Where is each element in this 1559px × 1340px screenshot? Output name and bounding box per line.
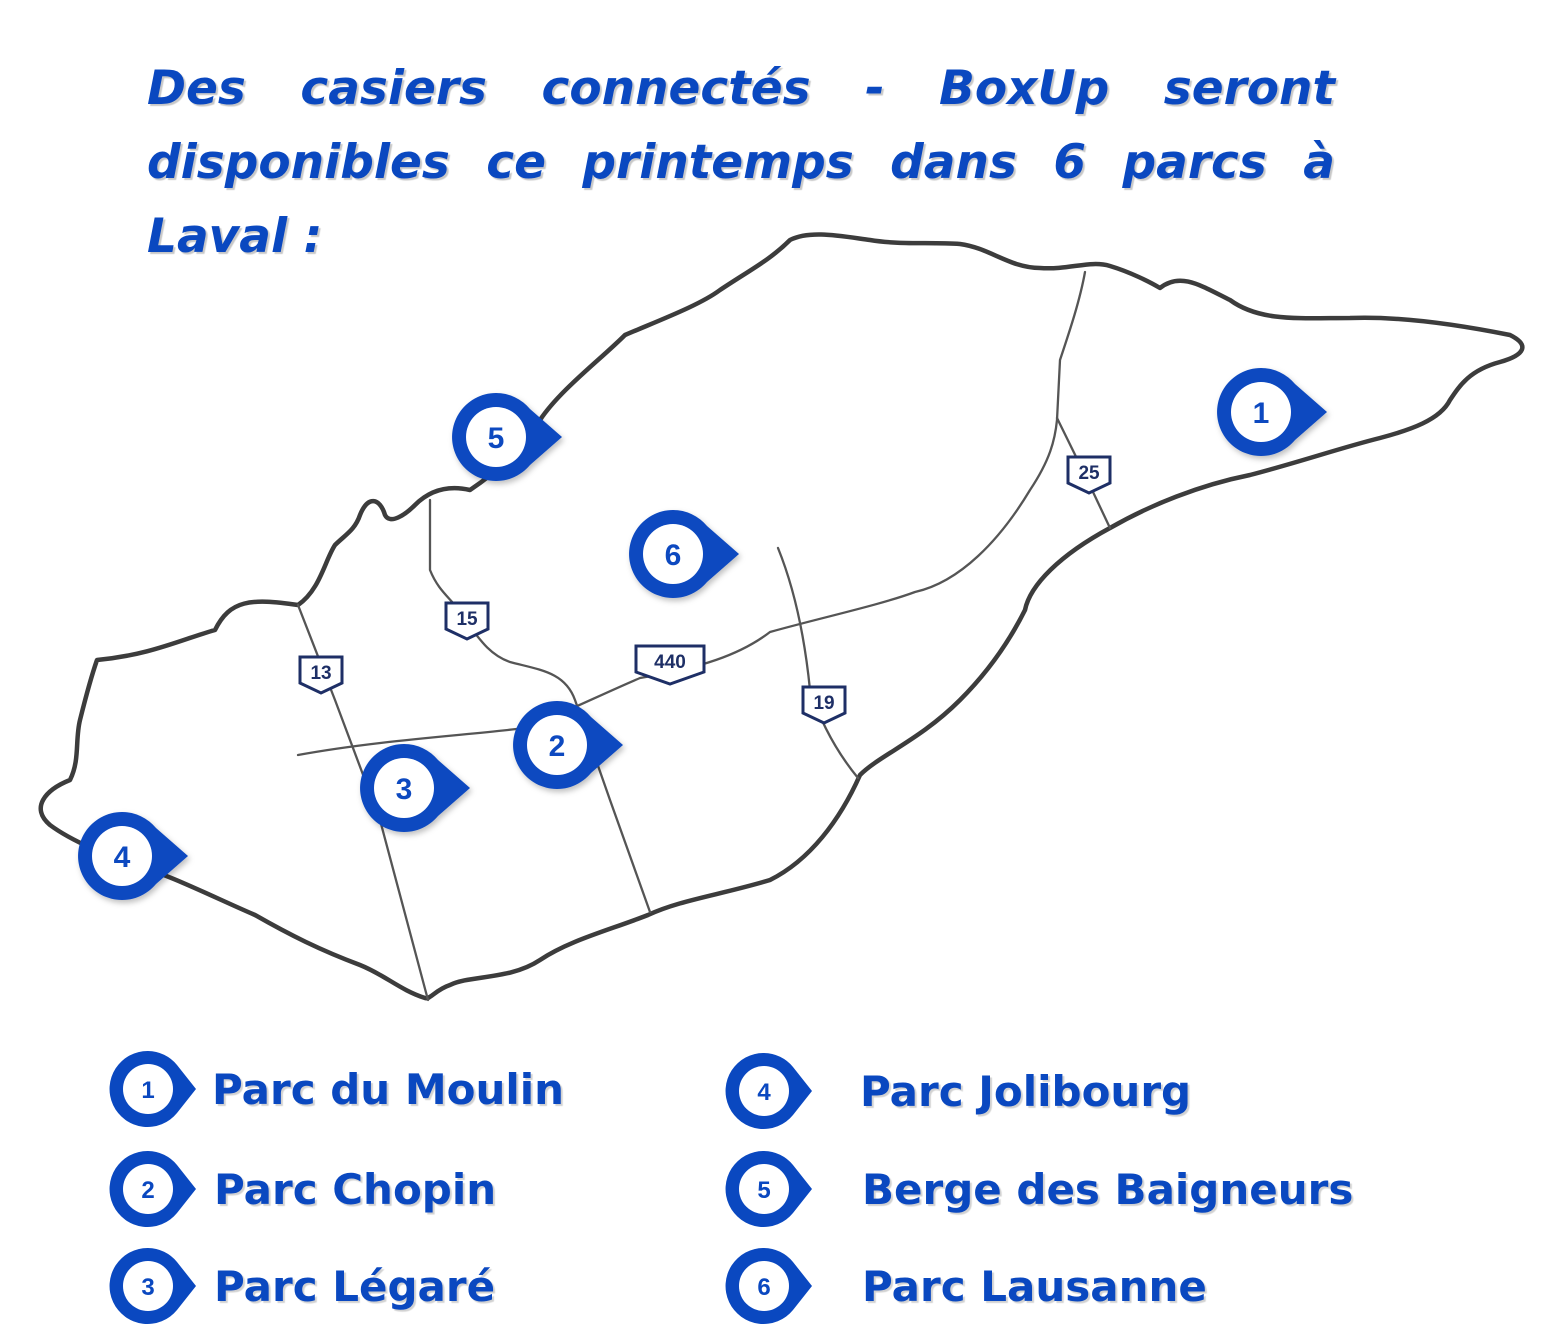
pin-number-4: 4 [114,841,131,874]
pin-number-1: 1 [1253,397,1270,430]
legend-label: Parc Chopin [214,1164,497,1214]
legend-number: 3 [141,1274,154,1301]
map-pin-4[interactable]: 4 [78,811,188,900]
route-label-15: 15 [456,609,478,630]
highway-shield-15: 15 [444,601,490,641]
pin-icon: 3 [109,1247,196,1324]
highway-shield-440: 440 [634,644,706,686]
page-title: Des casiers connectés - BoxUp seront dis… [147,61,1335,264]
route-label-440: 440 [654,652,686,673]
legend-item-4[interactable]: 4 Parc Jolibourg [722,1051,1191,1131]
legend-item-5[interactable]: 5 Berge des Baigneurs [722,1149,1353,1229]
legend-item-6[interactable]: 6 Parc Lausanne [722,1246,1207,1326]
legend-item-1[interactable]: 1 Parc du Moulin [106,1049,564,1129]
legend-number: 5 [757,1177,770,1204]
map-pin-2[interactable]: 2 [513,700,623,789]
route-label-13: 13 [310,663,331,684]
road-15 [428,498,652,914]
map-pin-5[interactable]: 5 [452,392,562,481]
legend-label: Parc Jolibourg [860,1066,1192,1116]
pin-number-2: 2 [549,730,566,763]
route-label-25: 25 [1078,463,1100,484]
legend-item-2[interactable]: 2 Parc Chopin [106,1149,496,1229]
road-440 [296,270,1087,757]
map-pin-3[interactable]: 3 [360,743,470,832]
map-pin-6[interactable]: 6 [629,509,739,598]
highway-shield-19: 19 [801,685,847,725]
pin-icon: 2 [109,1150,196,1227]
laval-map: 13 15 440 19 25 1 2 3 4 5 [38,232,1525,1002]
legend-label: Parc Lausanne [862,1261,1207,1311]
route-label-19: 19 [813,693,834,714]
pin-icon: 4 [725,1052,812,1129]
legend-number: 4 [757,1079,771,1106]
road-19 [776,546,860,780]
island-outline [38,232,1525,1001]
road-13 [296,603,430,1002]
map-pin-1[interactable]: 1 [1217,367,1327,456]
legend-number: 1 [141,1077,154,1104]
legend-label: Parc du Moulin [212,1064,565,1114]
legend-label: Berge des Baigneurs [862,1164,1354,1214]
legend-item-3[interactable]: 3 Parc Légaré [106,1246,495,1326]
pin-icon: 6 [725,1247,812,1324]
highway-shield-25: 25 [1066,455,1112,495]
pin-number-6: 6 [665,539,682,572]
pin-icon: 1 [109,1050,196,1127]
legend-label: Parc Légaré [214,1261,496,1311]
highway-shield-13: 13 [298,655,344,695]
legend-number: 6 [757,1274,770,1301]
legend-number: 2 [141,1177,154,1204]
pin-number-3: 3 [396,773,413,806]
pin-number-5: 5 [488,422,505,455]
pin-icon: 5 [725,1150,812,1227]
